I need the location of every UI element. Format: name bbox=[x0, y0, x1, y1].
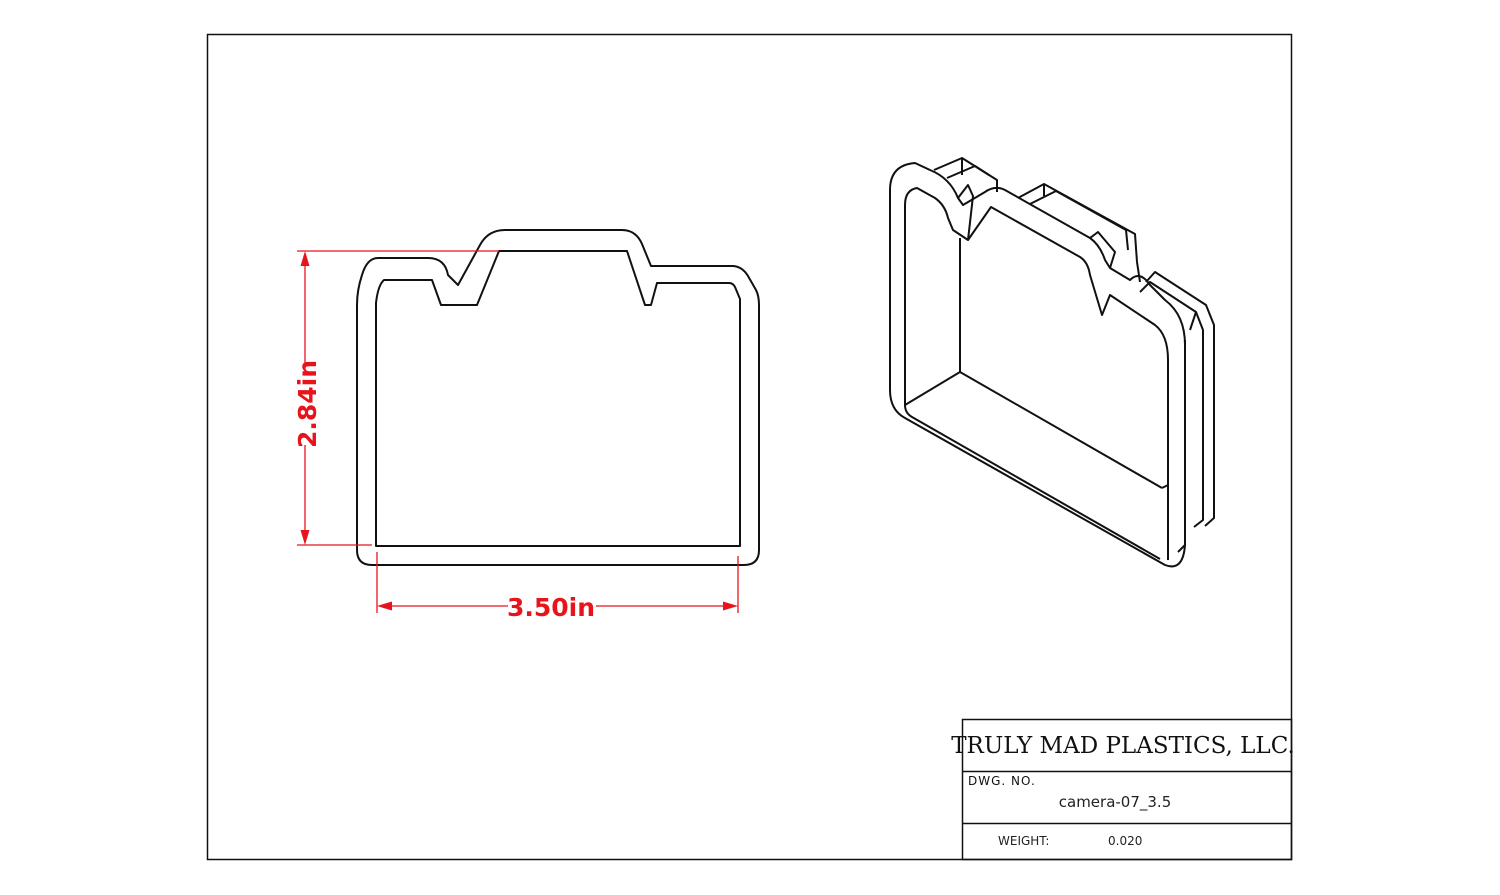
dwg-no-label: DWG. NO. bbox=[968, 774, 1036, 788]
weight-label: WEIGHT: bbox=[998, 834, 1049, 848]
title-block bbox=[961, 718, 1293, 861]
front-view-inner-outline bbox=[375, 250, 741, 547]
width-dimension-label: 3.50in bbox=[507, 593, 595, 622]
isometric-view bbox=[889, 157, 1215, 568]
front-view bbox=[356, 229, 760, 566]
company-name: TRULY MAD PLASTICS, LLC. bbox=[951, 733, 1295, 759]
sheet-border bbox=[206, 33, 1293, 861]
height-dimension bbox=[297, 250, 499, 546]
iso-inner-rim bbox=[904, 187, 1169, 560]
weight-value: 0.020 bbox=[1108, 834, 1142, 848]
height-dimension-label: 2.84in bbox=[293, 360, 322, 448]
width-dimension bbox=[376, 552, 739, 613]
front-view-outer-outline bbox=[356, 229, 760, 566]
iso-outer-rim bbox=[889, 162, 1186, 568]
dwg-no-value: camera-07_3.5 bbox=[1059, 793, 1172, 812]
